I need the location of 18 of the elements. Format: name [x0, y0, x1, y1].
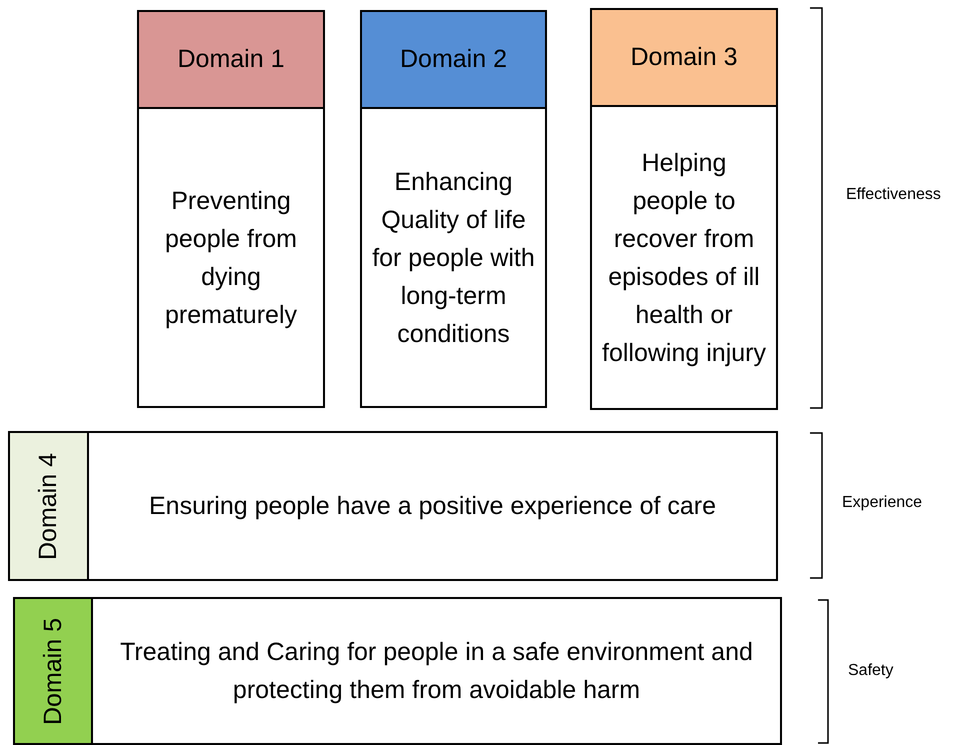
domain-title: Domain 4	[34, 452, 63, 560]
domain-description: Enhancing Quality of life for people with long-term conditions	[372, 166, 535, 350]
domain-card	[137, 10, 325, 408]
domain-title: Domain 5	[38, 618, 68, 724]
domain-card	[590, 8, 778, 410]
category-label: Experience	[842, 494, 922, 512]
domain-description: Helping people to recover from episodes of ill health or following injury	[602, 148, 766, 368]
domain-description: Ensuring people have a positive experience of care	[148, 491, 716, 522]
domain-description: Treating and Caring for people in a safe environment and protecting them from avoidable harm	[119, 637, 754, 706]
domain-description: Preventing people from dying prematurely	[164, 186, 298, 330]
domain-card	[360, 10, 547, 408]
domain-card	[13, 597, 782, 745]
domain-header: Domain 2	[362, 12, 545, 109]
domain-header: Domain 1	[139, 12, 323, 109]
category-label: Effectiveness	[846, 186, 941, 204]
domain-header: Domain 3	[592, 10, 776, 107]
category-label: Safety	[848, 662, 894, 680]
domain-card	[8, 431, 778, 581]
